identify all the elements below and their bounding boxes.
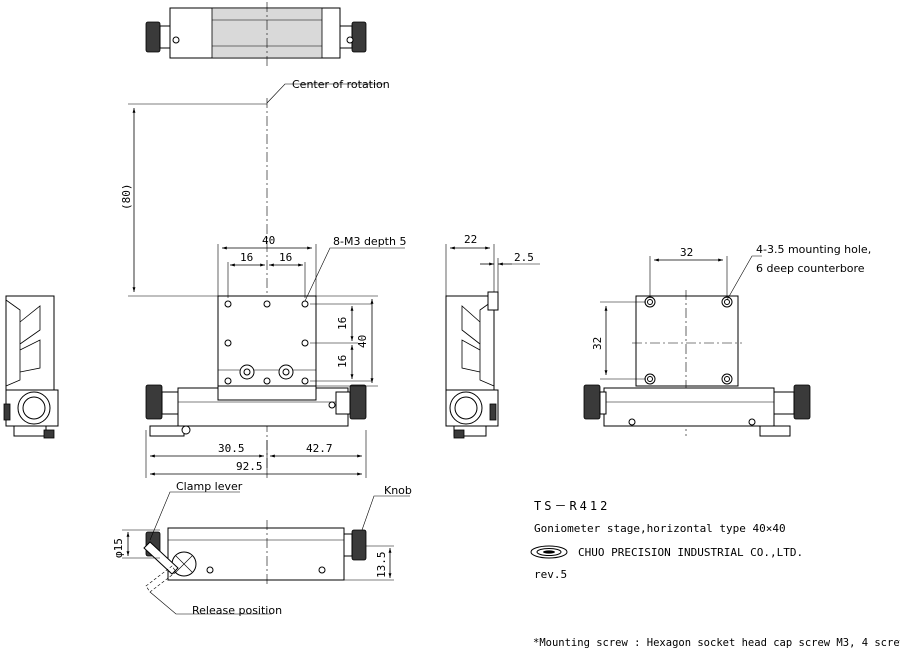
clamp-lever-icon [143, 541, 179, 575]
knob-icon [773, 384, 811, 420]
release-position-label: Release position [192, 604, 282, 617]
knob-icon [339, 21, 367, 53]
knob-height-dim: 13.5 [375, 552, 388, 579]
side-height-dim: 40 [356, 335, 369, 348]
hole-pitch-a-dim: 16 [240, 251, 253, 264]
rotation-height-dim: (80) [120, 184, 133, 211]
mounting-screw-note: *Mounting screw : Hexagon socket head ca… [533, 637, 900, 649]
top-view [145, 2, 367, 66]
knob-icon [343, 529, 367, 561]
overall-length-dim: 92.5 [236, 460, 263, 473]
tapped-holes-label: 8-M3 depth 5 [333, 235, 406, 248]
knob-icon [583, 384, 607, 420]
mounting-hole-label-2: 6 deep counterbore [756, 262, 865, 275]
knob-diameter-dim: φ15 [112, 538, 125, 558]
knob-icon [145, 384, 179, 420]
clamp-view [143, 520, 367, 593]
clamp-lever-label: Clamp lever [176, 480, 243, 493]
knob-icon [145, 21, 171, 53]
product-description: Goniometer stage,horizontal type 40×40 [534, 522, 786, 535]
knob-label: Knob [384, 484, 412, 497]
center-of-rotation-label: Center of rotation [292, 78, 390, 91]
top-width-dim: 40 [262, 234, 275, 247]
offset-right-dim: 42.7 [306, 442, 333, 455]
mount-pitch-y-dim: 32 [591, 337, 604, 350]
side-pitch-b-dim: 16 [336, 355, 349, 368]
right-side-view [445, 291, 499, 439]
front-view: 5 0 5 [145, 295, 367, 437]
mounting-hole-icon [644, 296, 733, 385]
model-number: TS－R412 [534, 499, 610, 513]
knob-icon [335, 384, 367, 420]
mounting-hole-label-1: 4-3.5 mounting hole, [756, 243, 871, 256]
company-name: CHUO PRECISION INDUSTRIAL CO.,LTD. [578, 546, 803, 559]
side-pitch-a-dim: 16 [336, 317, 349, 330]
company-logo-icon [530, 545, 568, 559]
side-width-dim: 22 [464, 233, 477, 246]
left-side-view [3, 295, 59, 439]
tapped-hole-icon [224, 300, 309, 385]
offset-left-dim: 30.5 [218, 442, 245, 455]
side-step-dim: 2.5 [514, 251, 534, 264]
release-lever-icon [145, 565, 177, 593]
hole-pitch-b-dim: 16 [279, 251, 292, 264]
bottom-view [583, 290, 811, 437]
mount-pitch-x-dim: 32 [680, 246, 693, 259]
revision: rev.5 [534, 568, 567, 581]
